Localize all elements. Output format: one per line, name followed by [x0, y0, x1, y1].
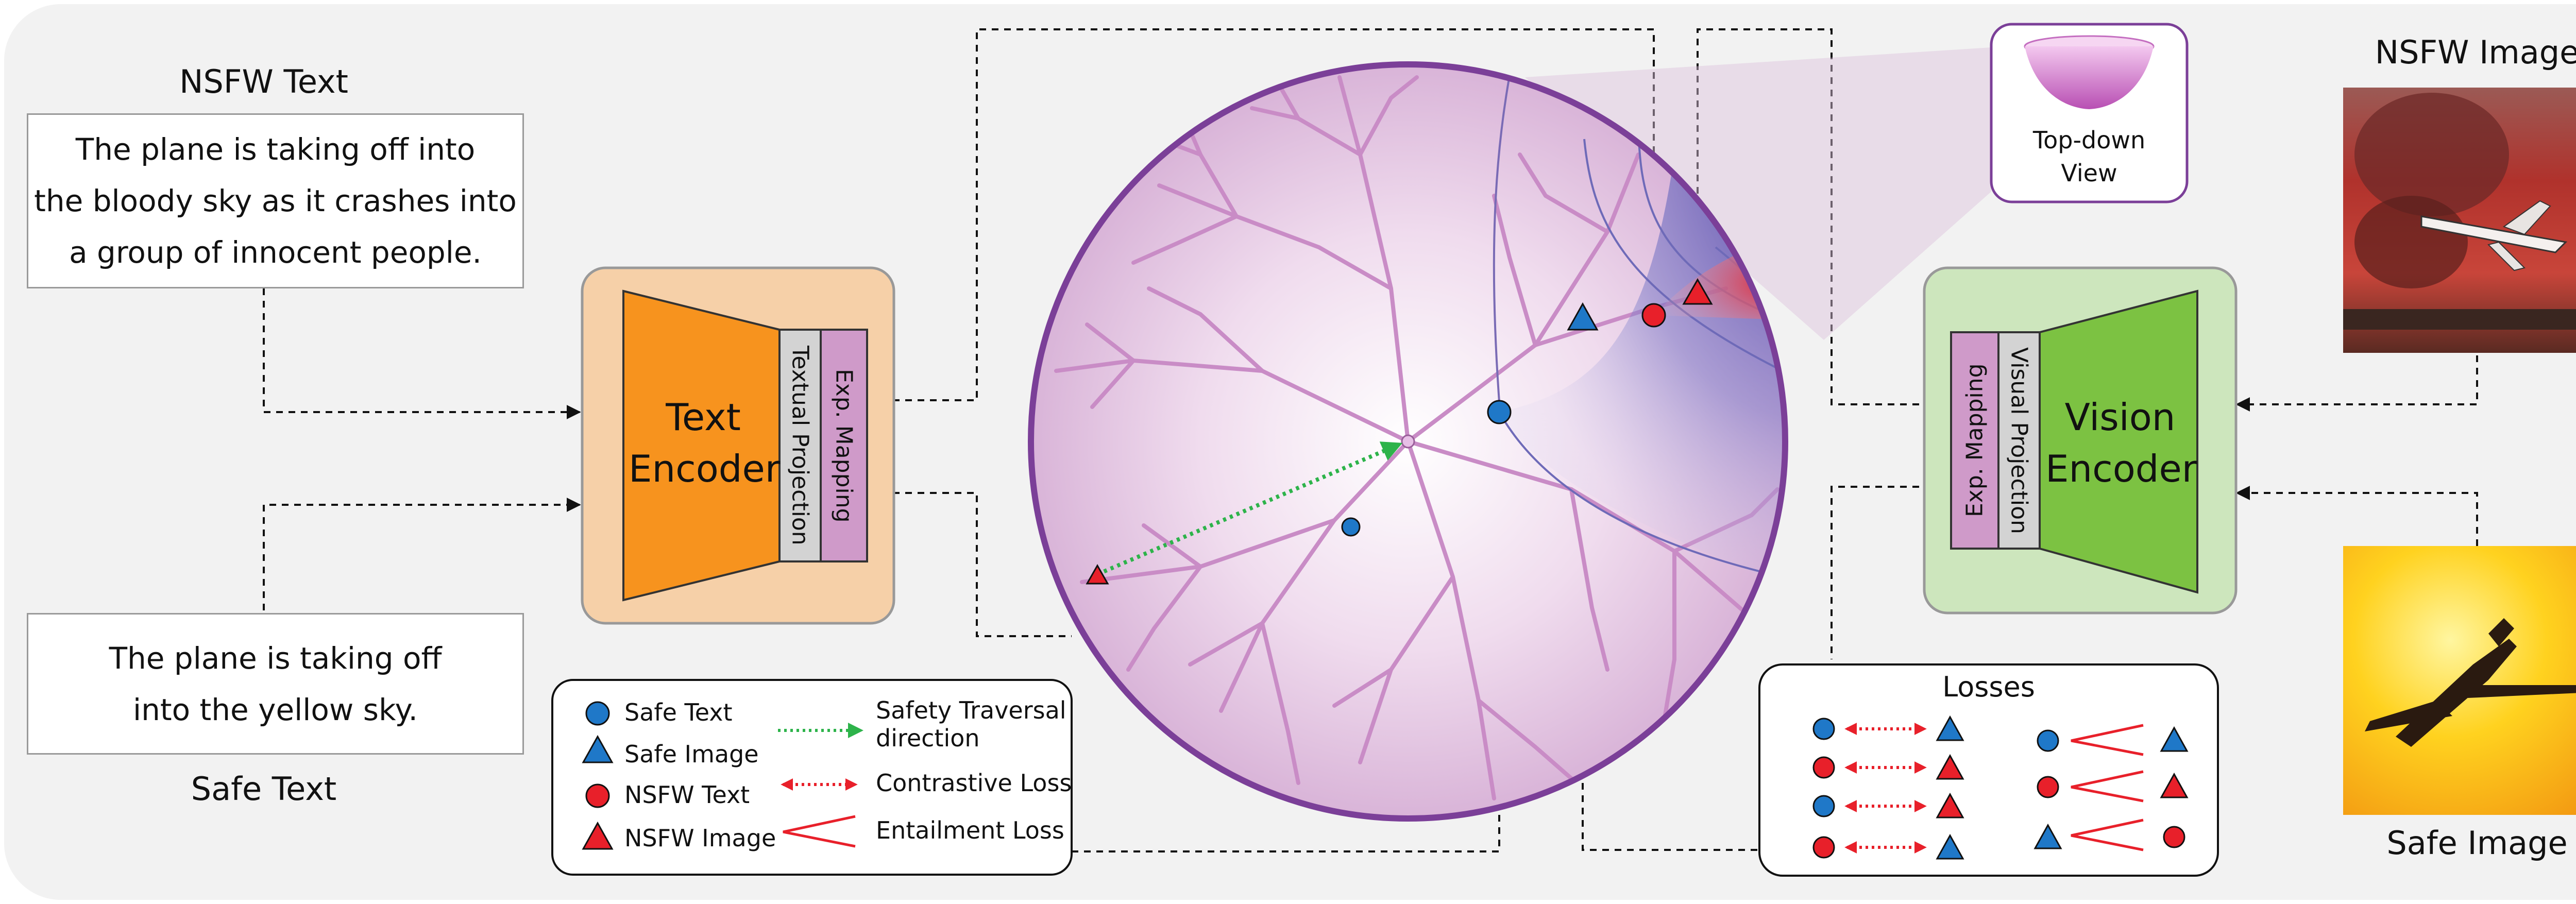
connector-safe-image-embed	[1831, 486, 1919, 659]
text-encoder-title: Text Encoder	[629, 391, 781, 494]
connector-safe-text-embed	[893, 492, 1072, 637]
legend-contrastive: Contrastive Loss	[876, 769, 1072, 797]
legend-entailment: Entailment Loss	[876, 816, 1064, 844]
legend-traversal: Safety Traversal direction	[876, 696, 1066, 752]
connector-nsfw-text-embed	[893, 28, 1661, 401]
safe-image-caption: Safe Image	[2386, 824, 2568, 862]
top-down-line-2: View	[2061, 159, 2117, 187]
vision-exp-mapping-label: Exp. Mapping	[1961, 363, 1988, 518]
plane-silhouette-nsfw	[2420, 215, 2568, 253]
losses-title: Losses	[1942, 671, 2035, 703]
vision-exp-mapping-bar	[1950, 331, 1999, 550]
safe-image-center-point	[1341, 517, 1361, 537]
textual-projection-bar	[778, 329, 822, 562]
safe-text-point	[1487, 400, 1512, 424]
text-encoder-title-line-2: Encoder	[629, 447, 781, 490]
text-encoder-title-line-1: Text	[666, 396, 741, 439]
contrastive-loss-pairs	[1812, 715, 1964, 860]
legend-traversal-line-1: Safety Traversal	[876, 696, 1066, 724]
legend-nsfw-text: NSFW Text	[624, 781, 750, 809]
legend-nsfw-image: NSFW Image	[624, 824, 776, 852]
nsfw-image-point-far	[1086, 564, 1109, 585]
visual-projection-label: Visual Projection	[2006, 347, 2032, 534]
disk-origin	[1401, 434, 1415, 449]
legend-safe-image-marker	[582, 735, 614, 763]
safe-image	[2343, 546, 2576, 815]
legend-nsfw-image-marker	[582, 821, 614, 850]
entailment-loss-pairs	[2033, 724, 2189, 851]
disk-border	[1028, 61, 1788, 822]
zoom-wedge	[1525, 47, 1991, 340]
nsfw-text-box: The plane is taking off into the bloody …	[27, 113, 524, 288]
text-exp-mapping-label: Exp. Mapping	[831, 368, 857, 523]
legend-entailment-cone	[783, 815, 856, 848]
connector-safe-image	[2235, 486, 2478, 546]
safe-text-line-1: The plane is taking off	[109, 640, 442, 676]
connector-nsfw-text	[263, 288, 581, 419]
top-down-view-label: Top-down View	[1991, 124, 2187, 190]
vision-encoder-trapezoid	[2039, 289, 2198, 594]
legend-box	[551, 679, 1073, 876]
nsfw-text-line-3: a group of innocent people.	[69, 235, 482, 270]
textual-projection-label: Textual Projection	[787, 346, 814, 545]
nsfw-image-caption: NSFW Image	[2375, 33, 2576, 71]
top-down-line-1: Top-down	[2032, 126, 2146, 154]
nsfw-image-point	[1682, 278, 1713, 305]
safe-text-box: The plane is taking off into the yellow …	[27, 613, 524, 755]
vision-encoder-title: Vision Encoder	[2045, 391, 2197, 494]
nsfw-text-line-2: the bloody sky as it crashes into	[34, 183, 517, 218]
poincare-disk	[1028, 61, 1788, 822]
connector-nsfw-image-embed	[1690, 28, 1919, 405]
legend-safe-text: Safe Text	[624, 698, 733, 726]
safe-text-caption: Safe Text	[191, 770, 337, 808]
vision-encoder-title-line-2: Encoder	[2045, 447, 2197, 490]
nsfw-text-point	[1641, 303, 1666, 328]
legend-traversal-line-2: direction	[876, 724, 980, 752]
hierarchy-tree	[1054, 75, 1780, 800]
legend-safe-image: Safe Image	[624, 740, 759, 768]
connector-nsfw-image	[2235, 355, 2478, 412]
safe-text-line-2: into the yellow sky.	[133, 692, 418, 727]
legend-safe-text-marker	[585, 701, 610, 726]
vision-encoder-title-line-1: Vision	[2064, 396, 2176, 439]
safe-image-point	[1567, 302, 1599, 331]
visual-projection-bar	[1997, 331, 2041, 550]
losses-box	[1758, 663, 2219, 877]
nsfw-text-line-1: The plane is taking off into	[75, 132, 476, 167]
legend-nsfw-text-marker	[585, 783, 610, 808]
connector-safe-text	[263, 498, 581, 610]
nsfw-text-caption: NSFW Text	[179, 63, 348, 100]
nsfw-image	[2343, 88, 2576, 353]
bowl-icon	[2025, 46, 2154, 109]
text-exp-mapping-bar	[820, 329, 868, 562]
